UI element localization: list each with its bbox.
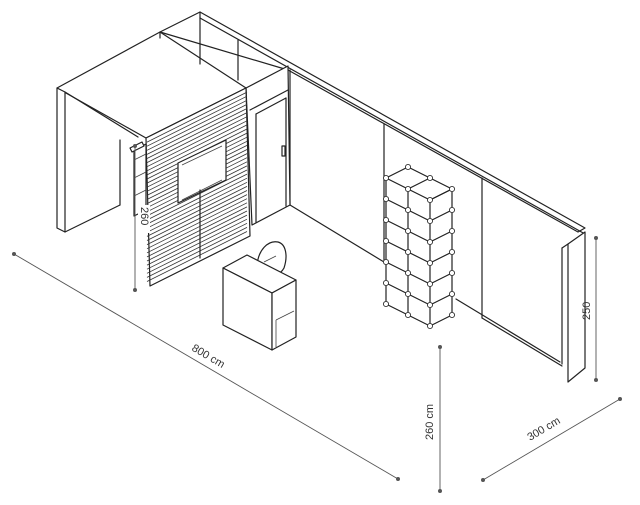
reception-counter [222, 241, 297, 351]
cube-shelf [382, 163, 456, 330]
slatted-wall [145, 87, 251, 287]
dimension-height: 260 cm [424, 345, 442, 493]
wall-height-label: 250 [581, 302, 593, 320]
dimension-length: 800 cm [12, 252, 400, 481]
dimension-depth: 300 cm [481, 397, 622, 482]
depth-label: 300 cm [525, 415, 562, 444]
side-shelf [129, 141, 147, 217]
height-label: 260 cm [424, 404, 436, 440]
right-end-panel [561, 231, 586, 383]
length-label: 800 cm [189, 342, 226, 371]
cabin-height-label: 260 [138, 207, 150, 225]
storage-room [245, 65, 291, 226]
dimension-cabin-height: 260 [133, 144, 150, 292]
dimension-wall-height: 250 [581, 236, 598, 382]
